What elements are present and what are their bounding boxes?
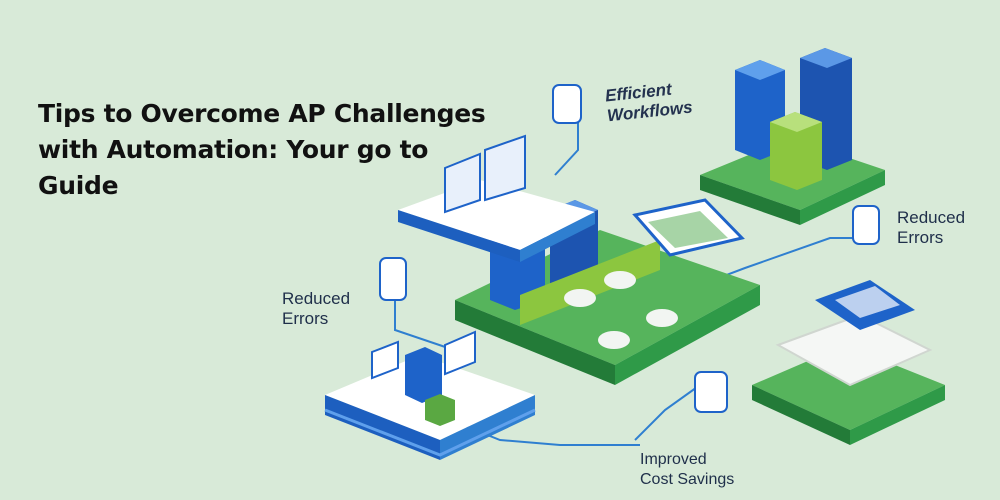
label-reduced-errors-left: Reduced Errors (282, 289, 351, 328)
bottom-left-platform (324, 330, 536, 460)
workflow-icon (552, 84, 582, 124)
top-right-platform (700, 48, 885, 225)
icon-tiles (379, 84, 880, 413)
bottom-right-platform (752, 280, 945, 445)
top-left-platform (398, 134, 595, 262)
label-reduced-errors-right: Reduced Errors (897, 208, 966, 247)
page-title: Tips to Overcome AP Challenges with Auto… (38, 99, 486, 200)
errors-icon-right (852, 205, 880, 245)
savings-icon (694, 371, 728, 413)
label-improved-cost-savings: Improved Cost Savings (640, 451, 735, 488)
errors-icon-left (379, 257, 407, 301)
